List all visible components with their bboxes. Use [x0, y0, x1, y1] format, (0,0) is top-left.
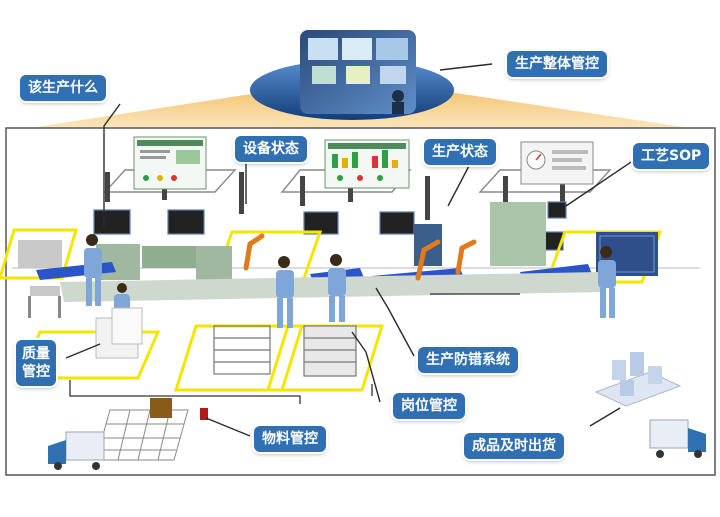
label-equipment-status: 设备状态 — [235, 136, 307, 162]
station-monitors — [93, 201, 567, 251]
warehouse-icon — [594, 352, 682, 407]
label-what-to-produce: 该生产什么 — [20, 75, 106, 101]
cart-icon — [213, 325, 357, 377]
label-error-proofing: 生产防错系统 — [418, 347, 518, 373]
pallet-icon — [95, 398, 208, 461]
dashboard-panel-2 — [324, 139, 410, 189]
label-material-control: 物料管控 — [254, 426, 326, 452]
truck-icon — [48, 419, 706, 470]
callout-lines — [65, 63, 641, 437]
quality-inspection-area — [28, 286, 143, 359]
label-process-sop: 工艺SOP — [633, 143, 710, 169]
label-overall-control: 生产整体管控 — [507, 51, 607, 77]
label-production-status: 生产状态 — [424, 139, 496, 165]
control-room-monitors-icon — [300, 30, 416, 114]
dashboard-panel-1 — [133, 136, 207, 190]
label-finished-delivery: 成品及时出货 — [464, 433, 564, 459]
label-station-control: 岗位管控 — [393, 393, 465, 419]
label-quality-control: 质量 管控 — [16, 340, 56, 386]
factory-frame — [5, 127, 716, 476]
robot-arm-icon — [243, 233, 477, 281]
label-quality-line2: 管控 — [22, 364, 50, 380]
dashboard-panel-3 — [520, 141, 594, 185]
floor-guides — [69, 293, 520, 404]
label-quality-line1: 质量 — [22, 346, 50, 362]
